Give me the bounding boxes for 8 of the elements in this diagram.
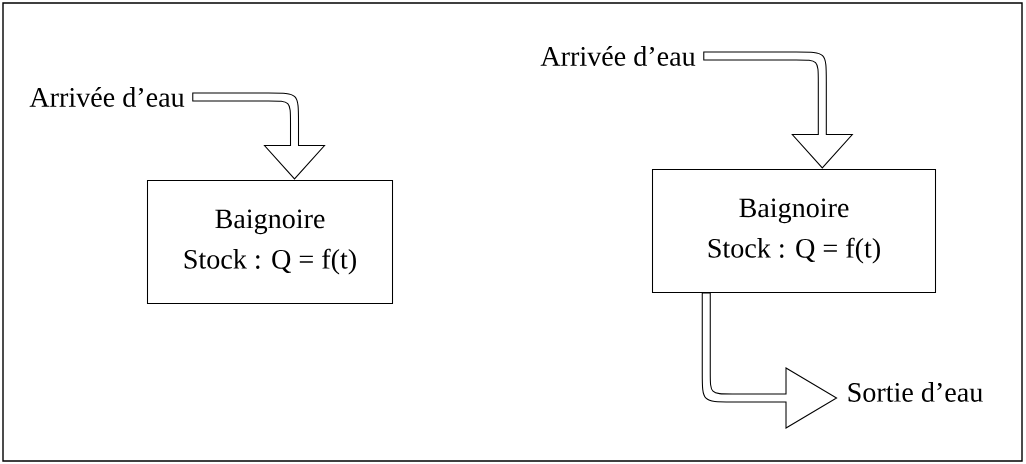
label-text: Arrivée d’eau [540,46,696,66]
label-text: Sortie d’eau [848,382,983,402]
process-box: Baignoire Stock : Q = f(t) [146,179,394,304]
block-arrow [703,51,853,169]
block-arrow [701,292,838,429]
process-box: Baignoire Stock : Q = f(t) [652,168,937,293]
block-arrow [192,92,326,180]
label-text: Arrivée d’eau [29,87,185,107]
